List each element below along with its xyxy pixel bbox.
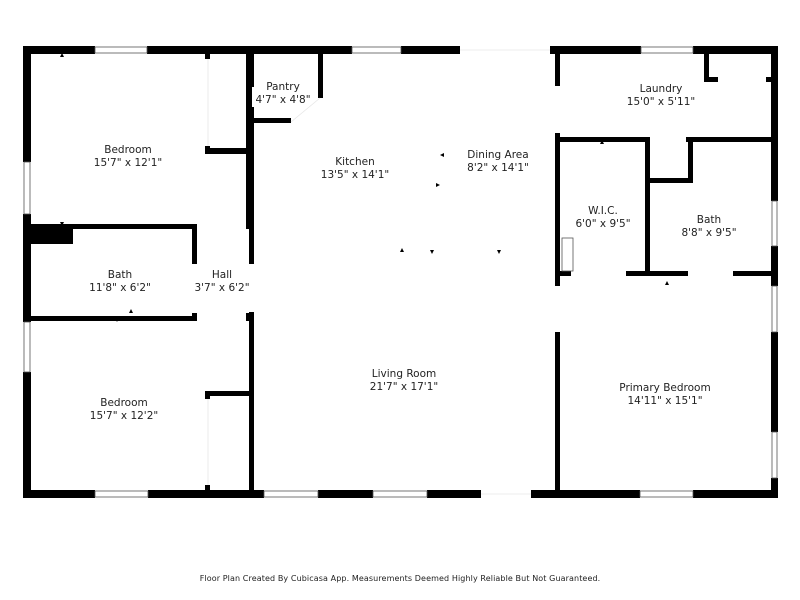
walls	[23, 46, 778, 498]
measurement-markers	[60, 53, 669, 322]
room-dimensions: 8'8" x 9'5"	[681, 227, 737, 239]
footer-disclaimer: Floor Plan Created By Cubicasa App. Meas…	[199, 574, 601, 583]
room-name: Bath	[107, 269, 133, 281]
room-dimensions: 14'11" x 15'1"	[627, 395, 703, 407]
room-name: Living Room	[371, 368, 437, 380]
room-name: Kitchen	[335, 156, 375, 168]
room-name: Bath	[696, 214, 722, 226]
room-name: Pantry	[266, 81, 300, 93]
room-label-wic: W.I.C.6'0" x 9'5"	[575, 205, 630, 231]
windows	[23, 46, 778, 498]
room-dimensions: 11'8" x 6'2"	[89, 282, 151, 294]
room-dimensions: 15'0" x 5'11"	[626, 96, 696, 108]
room-name: Laundry	[639, 83, 683, 95]
room-dimensions: 21'7" x 17'1"	[369, 381, 439, 393]
room-dimensions: 4'7" x 4'8"	[255, 94, 311, 106]
room-name: Bedroom	[100, 397, 148, 409]
room-dimensions: 6'0" x 9'5"	[575, 218, 631, 230]
room-dimensions: 13'5" x 14'1"	[320, 169, 390, 181]
room-name: Hall	[211, 269, 233, 281]
door-openings	[207, 49, 550, 495]
room-name: Bedroom	[104, 144, 152, 156]
room-dimensions: 15'7" x 12'2"	[89, 410, 159, 422]
room-dimensions: 8'2" x 14'1"	[467, 162, 529, 174]
room-name: Dining Area	[467, 149, 529, 161]
room-dimensions: 15'7" x 12'1"	[93, 157, 163, 169]
room-name: W.I.C.	[588, 205, 618, 217]
room-name: Primary Bedroom	[619, 382, 711, 394]
room-dimensions: 3'7" x 6'2"	[194, 282, 250, 294]
